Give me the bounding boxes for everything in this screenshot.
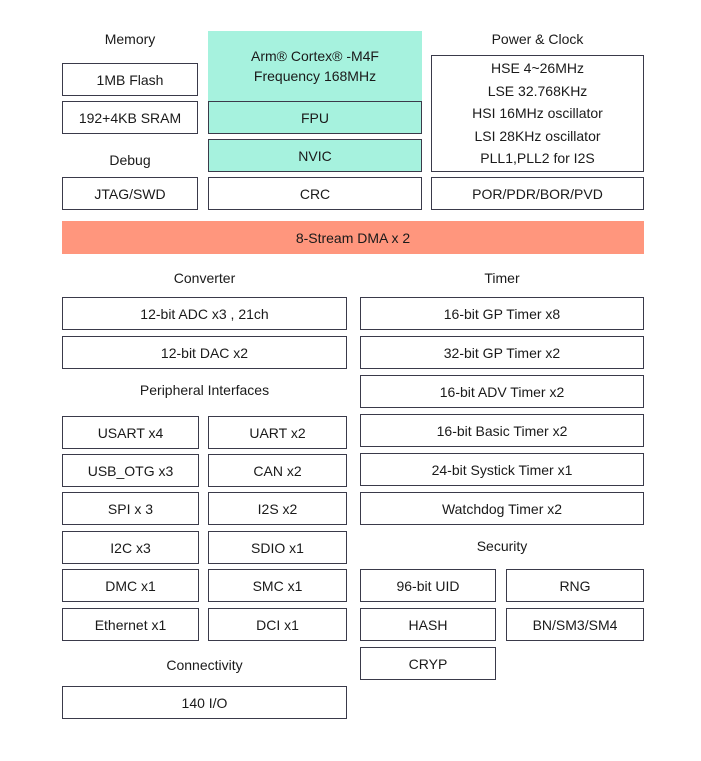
peripheral-block-i2c: I2C x3 (62, 531, 199, 564)
flash-label: 1MB Flash (96, 71, 164, 88)
dma-bar: 8-Stream DMA x 2 (62, 221, 644, 254)
hash-block: HASH (360, 608, 496, 641)
peripheral-block-uart: UART x2 (208, 416, 347, 449)
timer-label: 16-bit ADV Timer x2 (439, 383, 565, 400)
peripheral-block-can: CAN x2 (208, 454, 347, 487)
peripheral-label: USART x4 (97, 424, 164, 441)
crc-label: CRC (299, 185, 331, 202)
adc-label: 12-bit ADC x3 , 21ch (140, 305, 269, 322)
bn-sm-block: BN/SM3/SM4 (506, 608, 644, 641)
peripheral-label: I2S x2 (257, 500, 298, 517)
reset-label: POR/PDR/BOR/PVD (472, 185, 603, 202)
hash-label: HASH (408, 616, 448, 633)
flash-block: 1MB Flash (62, 63, 198, 96)
cryp-block: CRYP (360, 647, 496, 680)
peripheral-label: SMC x1 (252, 577, 303, 594)
clock-line: PLL1,PLL2 for I2S (480, 150, 595, 167)
dac-block: 12-bit DAC x2 (62, 336, 347, 369)
fpu-block: FPU (208, 101, 422, 134)
peripheral-block-dmc: DMC x1 (62, 569, 199, 602)
peripheral-label: USB_OTG x3 (87, 462, 174, 479)
sram-label: 192+4KB SRAM (78, 109, 182, 126)
clock-sources-block: HSE 4~26MHz LSE 32.768KHz HSI 16MHz osci… (431, 55, 644, 172)
timer-block: 32-bit GP Timer x2 (360, 336, 644, 369)
peripheral-block-i2s: I2S x2 (208, 492, 347, 525)
peripheral-label: CAN x2 (253, 462, 302, 479)
cpu-name: Arm® Cortex® -M4F (251, 48, 379, 64)
timer-label: 24-bit Systick Timer x1 (431, 461, 573, 478)
timer-block: 24-bit Systick Timer x1 (360, 453, 644, 486)
uid-label: 96-bit UID (396, 577, 460, 594)
timer-label: Watchdog Timer x2 (441, 500, 563, 517)
jtag-label: JTAG/SWD (94, 185, 166, 202)
clock-line: HSI 16MHz oscillator (472, 105, 603, 122)
jtag-block: JTAG/SWD (62, 177, 198, 210)
memory-heading: Memory (104, 31, 156, 47)
security-heading: Security (476, 538, 528, 554)
cryp-label: CRYP (408, 655, 448, 672)
bn-sm-label: BN/SM3/SM4 (532, 616, 618, 633)
peripheral-label: SPI x 3 (107, 500, 154, 517)
io-block: 140 I/O (62, 686, 347, 719)
clock-line: HSE 4~26MHz (491, 60, 584, 77)
uid-block: 96-bit UID (360, 569, 496, 602)
clock-line: LSI 28KHz oscillator (474, 127, 601, 144)
dac-label: 12-bit DAC x2 (160, 344, 249, 361)
timer-block: Watchdog Timer x2 (360, 492, 644, 525)
peripheral-block-usb: USB_OTG x3 (62, 454, 199, 487)
peripheral-block-dci: DCI x1 (208, 608, 347, 641)
peripheral-label: DCI x1 (256, 616, 299, 633)
adc-block: 12-bit ADC x3 , 21ch (62, 297, 347, 330)
timer-label: 16-bit Basic Timer x2 (436, 422, 568, 439)
peripheral-block-smc: SMC x1 (208, 569, 347, 602)
cpu-core-block: Arm® Cortex® -M4F Frequency 168MHz (208, 31, 422, 101)
crc-block: CRC (208, 177, 422, 210)
nvic-label: NVIC (298, 147, 332, 164)
peripheral-block-sdio: SDIO x1 (208, 531, 347, 564)
peripheral-label: DMC x1 (105, 577, 156, 594)
peripheral-label: SDIO x1 (251, 539, 304, 556)
io-label: 140 I/O (181, 694, 228, 711)
rng-block: RNG (506, 569, 644, 602)
timer-label: 16-bit GP Timer x8 (443, 305, 561, 322)
timer-label: 32-bit GP Timer x2 (443, 344, 561, 361)
connectivity-heading: Connectivity (166, 657, 243, 673)
rng-label: RNG (559, 577, 591, 594)
peripheral-heading: Peripheral Interfaces (139, 382, 270, 398)
nvic-block: NVIC (208, 139, 422, 172)
reset-block: POR/PDR/BOR/PVD (431, 177, 644, 210)
power-clock-heading: Power & Clock (491, 31, 584, 47)
sram-block: 192+4KB SRAM (62, 101, 198, 134)
peripheral-label: UART x2 (249, 424, 306, 441)
converter-heading: Converter (173, 270, 236, 286)
peripheral-block-spi: SPI x 3 (62, 492, 199, 525)
dma-label: 8-Stream DMA x 2 (295, 229, 411, 246)
timer-block: 16-bit GP Timer x8 (360, 297, 644, 330)
peripheral-block-usart: USART x4 (62, 416, 199, 449)
peripheral-label: I2C x3 (110, 539, 151, 556)
timer-block: 16-bit ADV Timer x2 (360, 375, 644, 408)
peripheral-block-ethernet: Ethernet x1 (62, 608, 199, 641)
timer-heading: Timer (484, 270, 520, 286)
peripheral-label: Ethernet x1 (94, 616, 167, 633)
debug-heading: Debug (109, 152, 151, 168)
timer-block: 16-bit Basic Timer x2 (360, 414, 644, 447)
fpu-label: FPU (301, 109, 329, 126)
clock-line: LSE 32.768KHz (487, 82, 588, 99)
cpu-frequency: Frequency 168MHz (253, 68, 377, 84)
